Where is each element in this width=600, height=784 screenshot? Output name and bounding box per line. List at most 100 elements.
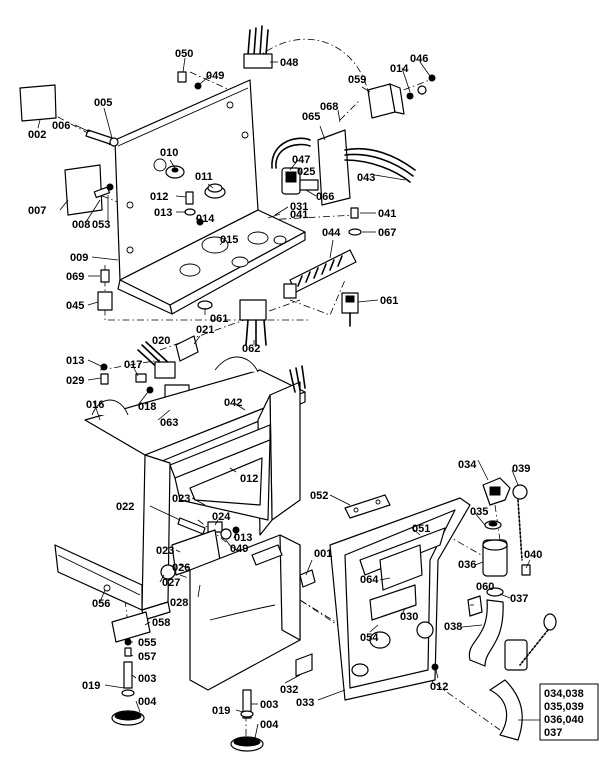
part-label-004a: 004: [138, 696, 157, 708]
part-label-043: 043: [357, 172, 375, 184]
part-label-015: 015: [220, 234, 238, 246]
center-fasteners: [184, 191, 213, 310]
part-label-041b: 041: [290, 209, 308, 221]
bushing-010: [165, 165, 185, 179]
part-label-005: 005: [94, 97, 112, 109]
part-label-013c: 013: [234, 532, 252, 544]
part-label-025: 025: [297, 166, 315, 178]
terminal-053: [93, 183, 114, 199]
part-label-057: 057: [138, 651, 156, 663]
part-label-048: 048: [280, 57, 298, 69]
part-label-045: 045: [66, 300, 84, 312]
part-label-058: 058: [152, 617, 170, 629]
part-label-044: 044: [322, 227, 341, 239]
callout-line-2: 035,039: [544, 701, 584, 713]
insulator-plate-007: [64, 164, 103, 216]
insulator-060: [467, 595, 483, 617]
rear-panel-033: [299, 497, 471, 701]
callout-line-1: 034,038: [544, 688, 584, 700]
callout-line-4: 037: [544, 727, 562, 739]
part-label-010: 010: [160, 147, 178, 159]
part-label-066: 066: [316, 191, 334, 203]
part-label-004b: 004: [260, 719, 279, 731]
part-label-014a: 014: [390, 63, 409, 75]
part-label-011: 011: [195, 171, 213, 183]
grommet-011: [204, 183, 226, 199]
part-label-053: 053: [92, 219, 110, 231]
part-label-036: 036: [458, 559, 476, 571]
frame-016: [54, 356, 306, 621]
drain-assembly: [468, 477, 557, 741]
part-label-034: 034: [458, 459, 477, 471]
part-label-049b: 049: [230, 543, 248, 555]
part-label-035: 035: [470, 506, 488, 518]
connector-061: [341, 292, 359, 327]
part-label-016: 016: [86, 399, 104, 411]
part-label-031: 031: [290, 201, 308, 213]
part-label-021: 021: [196, 324, 214, 336]
bolt-006: [85, 129, 119, 147]
part-label-061a: 061: [210, 313, 228, 325]
left-screws: [100, 363, 109, 385]
part-label-017: 017: [124, 359, 142, 371]
callout-line-3: 036,040: [544, 714, 584, 726]
part-label-068: 068: [320, 101, 338, 113]
part-label-029: 029: [66, 375, 84, 387]
heater-coil-044: [283, 249, 357, 299]
part-label-018: 018: [138, 401, 156, 413]
cover-plate-002: [19, 84, 57, 122]
solenoid-025: [271, 137, 319, 195]
part-label-065: 065: [302, 111, 320, 123]
part-label-023a: 023: [172, 493, 190, 505]
part-label-062: 062: [242, 343, 260, 355]
part-label-012c: 012: [430, 681, 448, 693]
part-label-009: 009: [70, 252, 88, 264]
part-label-047: 047: [292, 154, 310, 166]
foot-right: [230, 689, 264, 752]
part-label-049a: 049: [206, 70, 224, 82]
part-label-003b: 003: [260, 699, 278, 711]
part-label-014b: 014: [196, 213, 215, 225]
part-label-003a: 003: [138, 673, 156, 685]
part-label-019b: 019: [212, 705, 230, 717]
wire-harness-048: [243, 25, 273, 69]
part-label-012b: 012: [240, 473, 258, 485]
part-label-055: 055: [138, 637, 156, 649]
part-label-030: 030: [400, 611, 418, 623]
part-label-020: 020: [152, 335, 170, 347]
part-label-024: 024: [212, 511, 231, 523]
part-label-033: 033: [296, 697, 314, 709]
part-label-067: 067: [378, 227, 396, 239]
part-label-027: 027: [162, 577, 180, 589]
bracket-065: [317, 129, 416, 206]
part-label-042: 042: [224, 397, 242, 409]
bracket-052: [344, 494, 391, 519]
part-label-059: 059: [348, 74, 366, 86]
leader-lines: [37, 57, 540, 739]
screw-050: [177, 71, 202, 90]
part-label-054: 054: [360, 632, 379, 644]
upper-panel-009: [114, 79, 306, 315]
part-label-032: 032: [280, 684, 298, 696]
lower-panel-032: [189, 534, 313, 691]
foot-left: [111, 611, 151, 726]
part-label-060: 060: [476, 581, 494, 593]
part-label-023b: 023: [156, 545, 174, 557]
part-label-050: 050: [175, 48, 193, 60]
part-label-069: 069: [66, 271, 84, 283]
part-label-046: 046: [410, 53, 428, 65]
part-label-061b: 061: [380, 295, 398, 307]
wire-set-020: [137, 341, 176, 379]
part-label-026: 026: [172, 562, 190, 574]
part-label-019a: 019: [82, 680, 100, 692]
part-label-063: 063: [160, 417, 178, 429]
part-label-012a: 012: [150, 191, 168, 203]
part-label-008: 008: [72, 219, 90, 231]
screw-041: [348, 207, 362, 236]
bracket-021: [175, 335, 199, 362]
part-label-056: 056: [92, 598, 110, 610]
part-label-013a: 013: [154, 207, 172, 219]
